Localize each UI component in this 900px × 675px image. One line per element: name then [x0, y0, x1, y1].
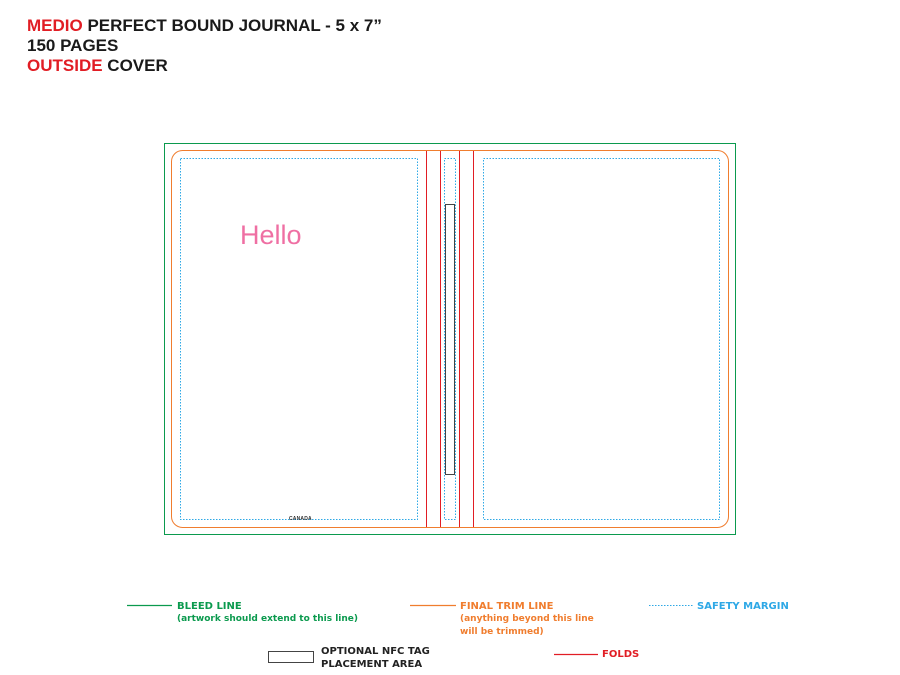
legend-trim-note-1: (anything beyond this line	[460, 614, 594, 624]
title-line-cover: OUTSIDE COVER	[27, 56, 382, 76]
title-block: MEDIO PERFECT BOUND JOURNAL - 5 x 7” 150…	[27, 16, 382, 76]
safety-margin-back	[180, 158, 418, 520]
legend-bleed: BLEED LINE (artwork should extend to thi…	[177, 600, 358, 626]
legend-folds: FOLDS	[602, 648, 639, 661]
country-mark: CANADA	[289, 516, 312, 522]
legend-nfc: OPTIONAL NFC TAG PLACEMENT AREA	[321, 645, 430, 671]
nfc-placement-area	[445, 204, 455, 475]
legend-nfc-title-2: PLACEMENT AREA	[321, 659, 423, 670]
cover-greeting-text: Hello	[240, 220, 302, 250]
trim-line	[171, 150, 729, 528]
title-cover-word: COVER	[102, 56, 168, 75]
legend-trim-note-2: will be trimmed)	[460, 627, 544, 637]
legend-bleed-note: (artwork should extend to this line)	[177, 614, 358, 624]
legend-trim-title: FINAL TRIM LINE	[460, 601, 554, 612]
legend-trim: FINAL TRIM LINE (anything beyond this li…	[460, 600, 594, 639]
title-line-product: MEDIO PERFECT BOUND JOURNAL - 5 x 7”	[27, 16, 382, 36]
title-accent-outside: OUTSIDE	[27, 56, 103, 75]
legend-bleed-title: BLEED LINE	[177, 601, 242, 612]
legend-nfc-title-1: OPTIONAL NFC TAG	[321, 646, 430, 657]
title-accent-medio: MEDIO	[27, 16, 83, 35]
legend-nfc-swatch	[268, 651, 314, 663]
title-product-name: PERFECT BOUND JOURNAL - 5 x 7”	[82, 16, 382, 35]
title-line-pages: 150 PAGES	[27, 36, 119, 55]
safety-margin-spine	[444, 158, 456, 520]
bleed-line	[164, 143, 736, 535]
legend-safety: SAFETY MARGIN	[697, 600, 789, 613]
legend-folds-title: FOLDS	[602, 649, 640, 660]
safety-margin-front	[483, 158, 720, 520]
legend-safety-title: SAFETY MARGIN	[697, 601, 789, 612]
